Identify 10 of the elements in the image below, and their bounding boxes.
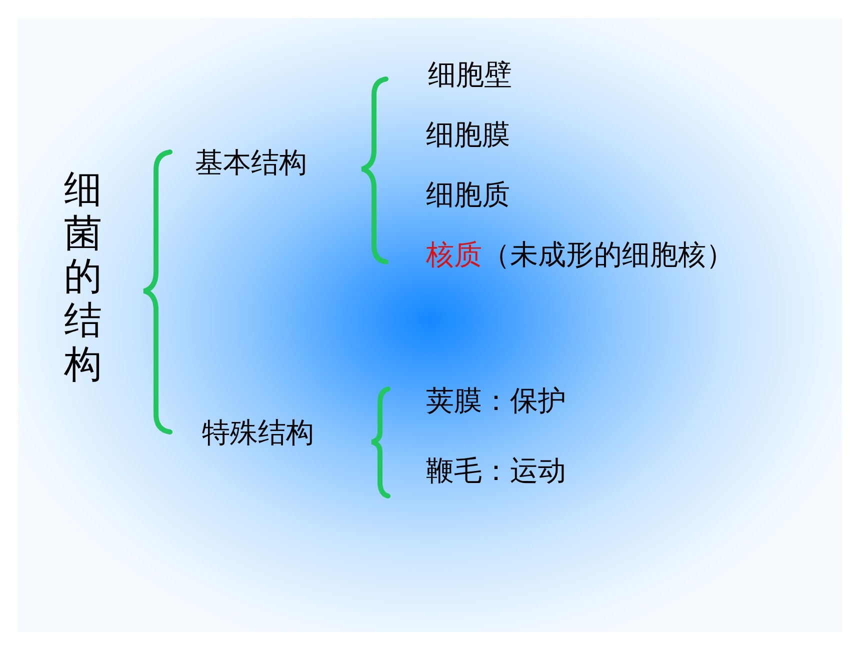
label-text: 细胞壁 xyxy=(428,58,512,92)
label-text: （未成形的细胞核） xyxy=(482,238,734,272)
label-text: 细胞膜 xyxy=(426,118,510,152)
label-text: 基本结构 xyxy=(195,146,307,180)
label-text: 核质 xyxy=(426,238,482,272)
vertical-title: 细菌的结构 xyxy=(64,168,102,386)
label-text: 鞭毛：运动 xyxy=(426,454,566,488)
label-text: 特殊结构 xyxy=(202,416,314,450)
label-text: 细胞质 xyxy=(426,178,510,212)
label-text: 荚膜：保护 xyxy=(426,384,566,418)
